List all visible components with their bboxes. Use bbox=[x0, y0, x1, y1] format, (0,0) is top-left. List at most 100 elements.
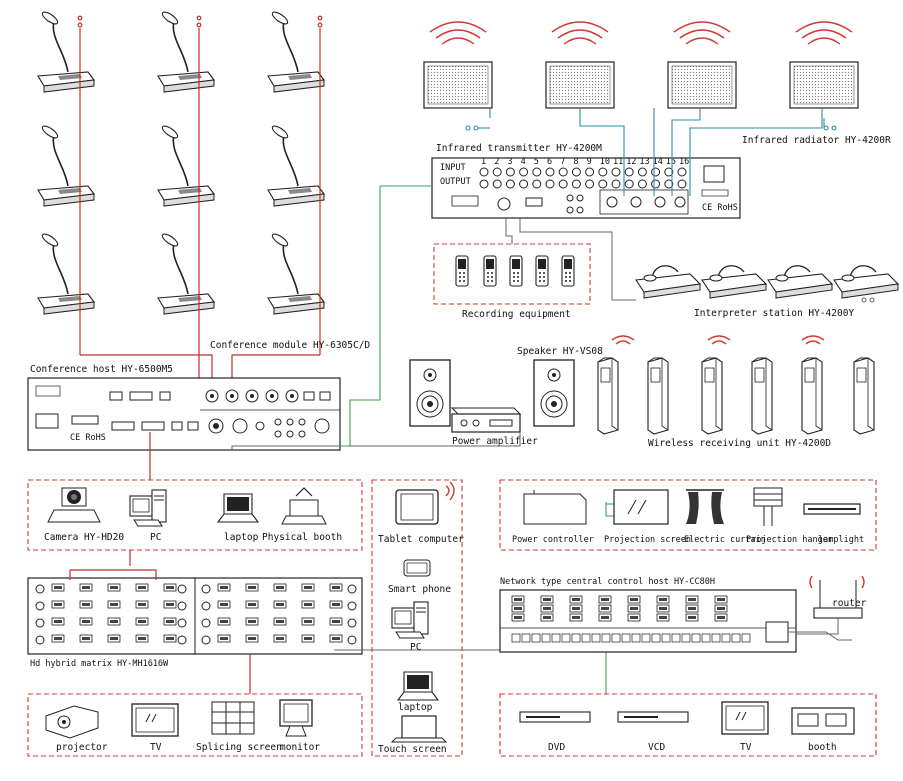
channel-number: 9 bbox=[587, 157, 592, 167]
input-port bbox=[558, 167, 568, 177]
cc-terminal bbox=[591, 633, 601, 643]
booth-label: booth bbox=[808, 742, 837, 753]
channel-number: 7 bbox=[560, 157, 565, 167]
cc-port bbox=[511, 595, 525, 604]
monitor-device bbox=[279, 699, 313, 737]
cc-terminal bbox=[571, 633, 581, 643]
input-port bbox=[624, 167, 634, 177]
infrared-transmitter-label: Infrared transmitter HY-4200M bbox=[436, 143, 602, 154]
matrix-port bbox=[329, 600, 343, 609]
output-port bbox=[651, 179, 661, 189]
matrix-port bbox=[217, 617, 231, 626]
recording-group bbox=[433, 243, 591, 305]
pc-mobile-device bbox=[391, 601, 429, 639]
channel-number: 14 bbox=[653, 157, 663, 167]
matrix-port bbox=[163, 634, 177, 643]
hd-hybrid-matrix-device bbox=[27, 577, 363, 655]
channel-number: 15 bbox=[666, 157, 676, 167]
laptop-device bbox=[217, 493, 259, 523]
cc-terminal bbox=[711, 633, 721, 643]
host-ce-mark: CE RoHS bbox=[70, 433, 106, 443]
pc-label: PC bbox=[150, 532, 161, 543]
matrix-port bbox=[51, 583, 65, 592]
wireless-receiving-label: Wireless receiving unit HY-4200D bbox=[648, 438, 831, 449]
matrix-port bbox=[163, 583, 177, 592]
channel-number: 3 bbox=[507, 157, 512, 167]
matrix-power-knob bbox=[177, 635, 187, 645]
input-port bbox=[505, 167, 515, 177]
matrix-power-knob bbox=[347, 635, 357, 645]
touch-screen-device bbox=[390, 715, 448, 743]
projection-screen-device bbox=[613, 489, 669, 525]
cc-port bbox=[685, 613, 699, 622]
channel-number: 11 bbox=[613, 157, 623, 167]
matrix-port bbox=[135, 583, 149, 592]
output-port bbox=[505, 179, 515, 189]
matrix-port bbox=[245, 600, 259, 609]
cc-port bbox=[598, 613, 612, 622]
input-port bbox=[479, 167, 489, 177]
output-port bbox=[637, 179, 647, 189]
cc-port bbox=[511, 604, 525, 613]
input-port bbox=[598, 167, 608, 177]
recording-equipment-label: Recording equipment bbox=[462, 309, 571, 320]
cc-terminal bbox=[661, 633, 671, 643]
matrix-port bbox=[163, 600, 177, 609]
channel-number: 4 bbox=[521, 157, 526, 167]
input-port bbox=[611, 167, 621, 177]
cc-terminal bbox=[601, 633, 611, 643]
matrix-port bbox=[79, 600, 93, 609]
tx-ce-mark: CE RoHS bbox=[702, 203, 738, 213]
laptop-label: laptop bbox=[224, 532, 259, 543]
output-port bbox=[598, 179, 608, 189]
matrix-port bbox=[79, 617, 93, 626]
cc-terminal bbox=[721, 633, 731, 643]
smart-phone-device bbox=[403, 559, 431, 577]
input-port bbox=[651, 167, 661, 177]
input-port bbox=[492, 167, 502, 177]
matrix-port bbox=[245, 617, 259, 626]
matrix-port bbox=[217, 634, 231, 643]
matrix-power-knob bbox=[35, 618, 45, 628]
electric-curtain-label: Electric curtain bbox=[684, 535, 766, 545]
touch-screen-label: Touch screen bbox=[378, 744, 447, 755]
matrix-port bbox=[301, 634, 315, 643]
laptop-mobile-label: laptop bbox=[398, 702, 433, 713]
matrix-port bbox=[135, 634, 149, 643]
conference-host-device: CE RoHS bbox=[27, 377, 341, 451]
power-controller-label: Power controller bbox=[512, 535, 594, 545]
electric-curtain-device bbox=[686, 489, 724, 524]
cc-terminal bbox=[741, 633, 751, 643]
cc-terminal bbox=[561, 633, 571, 643]
cc-terminal bbox=[651, 633, 661, 643]
matrix-port bbox=[51, 634, 65, 643]
output-port bbox=[558, 179, 568, 189]
tv-label: TV bbox=[150, 742, 162, 753]
mobile-terminal-group bbox=[371, 479, 463, 757]
matrix-port bbox=[329, 634, 343, 643]
matrix-port bbox=[273, 617, 287, 626]
cc-terminal bbox=[631, 633, 641, 643]
router-device bbox=[796, 575, 865, 635]
smart-phone-label: Smart phone bbox=[388, 584, 451, 595]
display-group bbox=[27, 693, 363, 757]
matrix-port bbox=[273, 634, 287, 643]
cc-terminal bbox=[691, 633, 701, 643]
ir-radiator-links bbox=[579, 108, 823, 196]
infrared-radiators bbox=[423, 21, 859, 131]
input-port bbox=[677, 167, 687, 177]
matrix-port bbox=[51, 600, 65, 609]
matrix-power-knob bbox=[201, 635, 211, 645]
cc-terminal bbox=[611, 633, 621, 643]
matrix-port bbox=[107, 617, 121, 626]
input-port bbox=[545, 167, 555, 177]
cc-port bbox=[598, 595, 612, 604]
matrix-port bbox=[135, 600, 149, 609]
cc-terminal bbox=[621, 633, 631, 643]
output-port bbox=[519, 179, 529, 189]
matrix-port bbox=[163, 617, 177, 626]
channel-number: 13 bbox=[639, 157, 649, 167]
matrix-port bbox=[79, 583, 93, 592]
infrared-radiator-label: Infrared radiator HY-4200R bbox=[742, 135, 891, 146]
